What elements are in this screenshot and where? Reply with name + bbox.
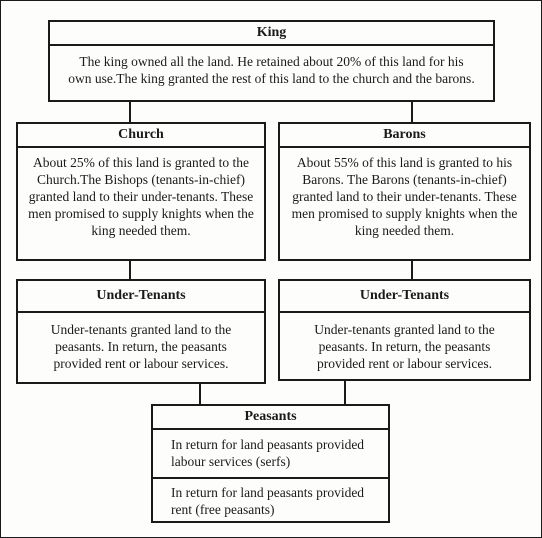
church-text: About 25% of this land is granted to the…: [28, 155, 254, 238]
connector-undertenants-right-peasants: [344, 379, 346, 404]
church-title: Church: [18, 124, 264, 148]
connector-undertenants-left-peasants: [199, 382, 201, 404]
under-tenants-right-text: Under-tenants granted land to the peasan…: [314, 322, 495, 371]
peasants-free-text: In return for land peasants provided ren…: [171, 485, 365, 517]
king-text: The king owned all the land. He retained…: [68, 54, 475, 86]
barons-text: About 55% of this land is granted to his…: [291, 155, 518, 238]
peasants-box: Peasants In return for land peasants pro…: [151, 404, 390, 523]
peasants-divider: [153, 477, 388, 479]
king-title: King: [50, 22, 493, 46]
barons-box: Barons About 55% of this land is granted…: [278, 122, 531, 261]
peasants-serfs-text: In return for land peasants provided lab…: [171, 437, 365, 469]
peasants-title: Peasants: [153, 406, 388, 430]
barons-title: Barons: [280, 124, 529, 148]
under-tenants-left-title: Under-Tenants: [18, 281, 264, 313]
king-box: King The king owned all the land. He ret…: [48, 20, 495, 102]
connector-church-undertenants: [129, 259, 131, 279]
under-tenants-right-box: Under-Tenants Under-tenants granted land…: [278, 279, 531, 381]
church-box: Church About 25% of this land is granted…: [16, 122, 266, 261]
under-tenants-left-text: Under-tenants granted land to the peasan…: [50, 322, 232, 371]
connector-king-church: [129, 100, 131, 122]
connector-barons-undertenants: [411, 259, 413, 279]
connector-king-barons: [411, 100, 413, 122]
under-tenants-right-title: Under-Tenants: [280, 281, 529, 313]
under-tenants-left-box: Under-Tenants Under-tenants granted land…: [16, 279, 266, 384]
